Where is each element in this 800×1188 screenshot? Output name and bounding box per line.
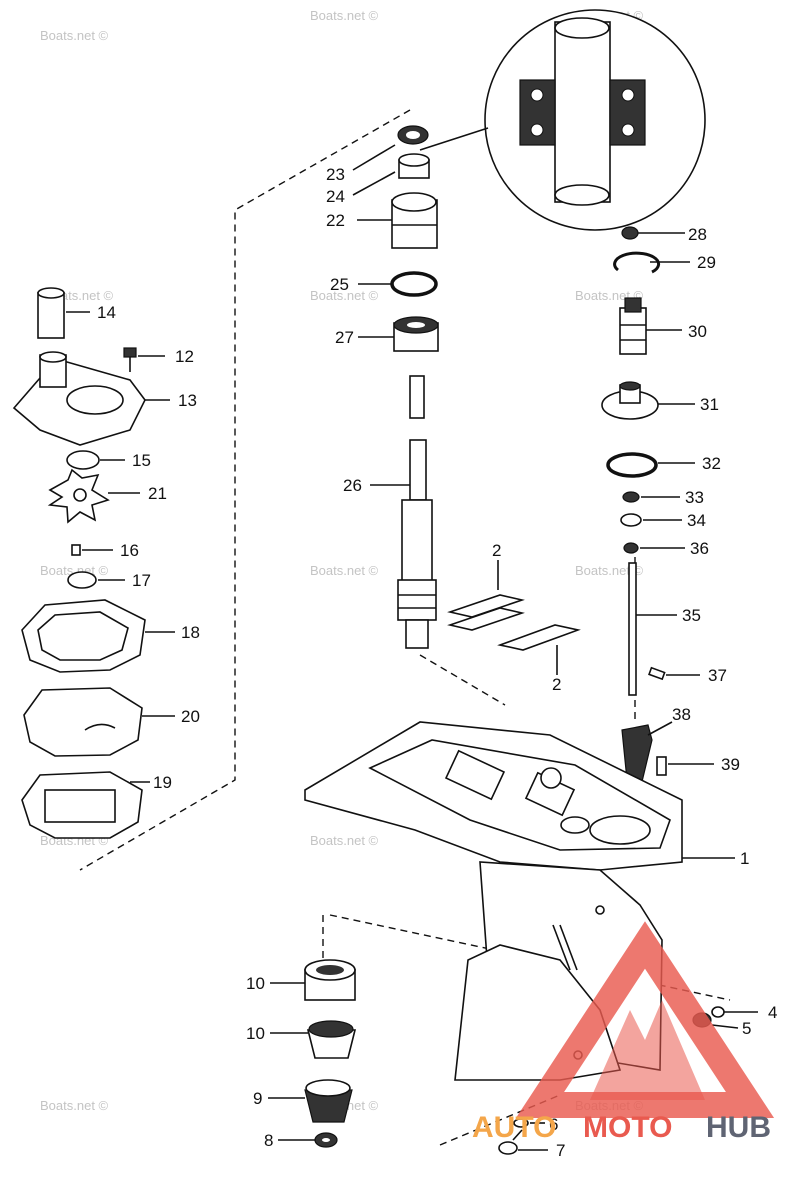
callout-labels: 1 2 2 4 5 6 7 8 9 10 10 12 13 14 15 16 1… (97, 165, 777, 1160)
callout-2: 2 (552, 675, 561, 694)
watermark: Boats.net © (310, 833, 379, 848)
part-30-shift-coupler (619, 297, 682, 355)
callout-17: 17 (132, 571, 151, 590)
callout-20: 20 (181, 707, 200, 726)
part-32-oring (606, 452, 695, 478)
part-7-screw (498, 1129, 548, 1155)
callout-22: 22 (326, 211, 345, 230)
part-34-washer (620, 513, 682, 527)
part-20-plate (23, 687, 175, 757)
logo-text-auto: AUTO (472, 1111, 556, 1144)
part-8-nut (278, 1132, 338, 1148)
callout-37: 37 (708, 666, 727, 685)
watermark: Boats.net © (310, 563, 379, 578)
callout-33: 33 (685, 488, 704, 507)
part-4-washer (711, 1006, 758, 1018)
part-25-oring (358, 271, 438, 297)
callout-14: 14 (97, 303, 116, 322)
part-6-washer (513, 1118, 545, 1128)
part-26-driveshaft (370, 375, 437, 649)
part-13-pump-housing (12, 351, 170, 446)
part-14-sleeve (37, 287, 90, 339)
callout-32: 32 (702, 454, 721, 473)
callout-2: 2 (492, 541, 501, 560)
part-12-screw (123, 347, 165, 372)
callout-15: 15 (132, 451, 151, 470)
callout-1: 1 (740, 849, 749, 868)
callout-8: 8 (264, 1131, 273, 1150)
callout-29: 29 (697, 253, 716, 272)
callout-38: 38 (672, 705, 691, 724)
callout-16: 16 (120, 541, 139, 560)
automotohub-logo: AUTO MOTO HUB (472, 921, 775, 1144)
callout-35: 35 (682, 606, 701, 625)
part-18-gasket (21, 599, 175, 673)
callout-28: 28 (688, 225, 707, 244)
callout-13: 13 (178, 391, 197, 410)
callout-10: 10 (246, 1024, 265, 1043)
callout-7: 7 (556, 1141, 565, 1160)
callout-5: 5 (742, 1019, 751, 1038)
callout-4: 4 (768, 1003, 777, 1022)
part-27-bearing (358, 316, 439, 352)
part-31-bushing (601, 381, 695, 420)
part-23-seal (352, 125, 429, 171)
seal-detail-inset (419, 9, 706, 231)
part-19-gasket (21, 771, 150, 839)
part-36-seal (623, 542, 685, 554)
callout-31: 31 (700, 395, 719, 414)
part-17-seal (67, 571, 125, 589)
callout-18: 18 (181, 623, 200, 642)
watermark: Boats.net © (40, 28, 109, 43)
watermark: Boats.net © (40, 1098, 109, 1113)
callout-36: 36 (690, 539, 709, 558)
watermark: Boats.net © (575, 563, 644, 578)
part-39-pin (656, 756, 714, 776)
callout-23: 23 (326, 165, 345, 184)
callout-30: 30 (688, 322, 707, 341)
callout-24: 24 (326, 187, 345, 206)
part-10-bearing-cup (270, 959, 356, 1001)
callout-27: 27 (335, 328, 354, 347)
logo-text-moto: MOTO (583, 1111, 672, 1144)
callout-21: 21 (148, 484, 167, 503)
watermark: Boats.net © (310, 8, 379, 23)
callout-10: 10 (246, 974, 265, 993)
callout-9: 9 (253, 1089, 262, 1108)
part-37-pin (648, 666, 700, 681)
part-29-retaining-ring (613, 251, 690, 274)
part-21-impeller (47, 468, 140, 524)
part-24-bushing (352, 153, 430, 196)
callout-25: 25 (330, 275, 349, 294)
part-35-shift-shaft (628, 562, 677, 696)
part-15-seal (66, 450, 125, 470)
part-33-seal (622, 491, 680, 503)
callout-39: 39 (721, 755, 740, 774)
callout-12: 12 (175, 347, 194, 366)
part-2-shims (447, 560, 581, 675)
logo-text-hub: HUB (706, 1111, 771, 1144)
callout-34: 34 (687, 511, 706, 530)
callout-6: 6 (549, 1115, 558, 1134)
callout-19: 19 (153, 773, 172, 792)
watermark: Boats.net © (310, 288, 379, 303)
part-16-key (71, 544, 113, 556)
part-10-bearing-cone (270, 1020, 357, 1059)
callout-26: 26 (343, 476, 362, 495)
part-22-carrier (357, 192, 438, 249)
part-9-pinion-gear (268, 1079, 353, 1123)
part-28-nut (621, 226, 685, 240)
